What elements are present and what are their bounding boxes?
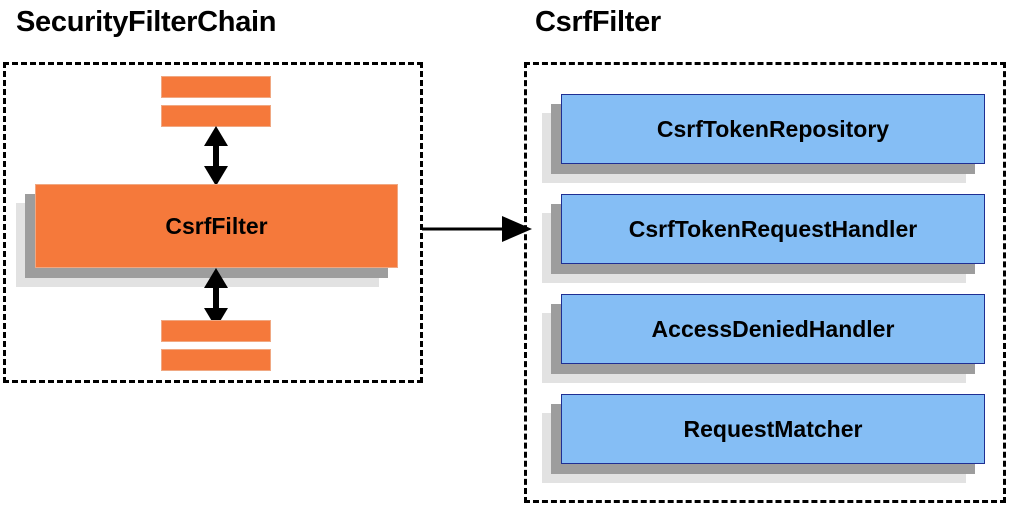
page-title-csrf-filter: CsrfFilter — [535, 6, 661, 38]
panel-csrf-filter-detail — [524, 62, 1006, 503]
filter-stub-bottom-2 — [161, 349, 271, 371]
node-csrf-token-request-handler[interactable]: CsrfTokenRequestHandler — [542, 194, 985, 283]
filter-stub-bottom-1 — [161, 320, 271, 342]
node-access-denied-handler[interactable]: AccessDeniedHandler — [542, 294, 985, 383]
filter-stub-top-2 — [161, 105, 271, 127]
page-title-security-filter-chain: SecurityFilterChain — [16, 6, 277, 38]
connector-expand-arrow — [422, 216, 532, 242]
connector-chain-down-arrow — [204, 268, 228, 328]
node-csrf-token-repository-label: CsrfTokenRepository — [561, 94, 985, 164]
node-csrf-token-repository[interactable]: CsrfTokenRepository — [542, 94, 985, 183]
node-csrf-filter-label: CsrfFilter — [35, 184, 398, 268]
connector-chain-up-arrow — [204, 126, 228, 186]
filter-stub-top-1 — [161, 76, 271, 98]
node-request-matcher-label: RequestMatcher — [561, 394, 985, 464]
node-csrf-filter[interactable]: CsrfFilter — [16, 184, 398, 287]
panel-security-filter-chain — [3, 62, 423, 383]
node-request-matcher[interactable]: RequestMatcher — [542, 394, 985, 483]
node-access-denied-handler-label: AccessDeniedHandler — [561, 294, 985, 364]
node-csrf-token-request-handler-label: CsrfTokenRequestHandler — [561, 194, 985, 264]
